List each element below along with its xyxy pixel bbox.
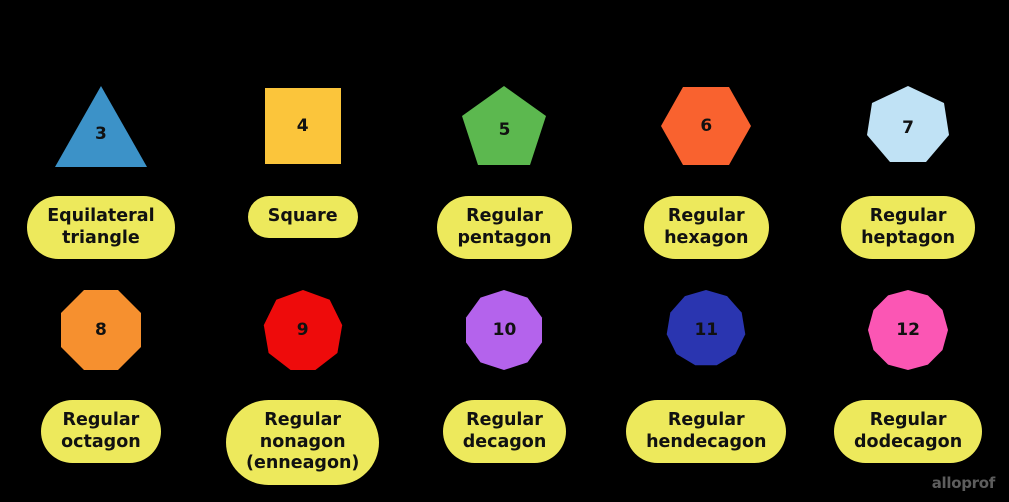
polygon-name-nonagon: Regular nonagon (enneagon) (225, 400, 380, 485)
shape-heptagon: 7 (867, 78, 950, 174)
shape-decagon: 10 (464, 282, 544, 378)
polygon-card-pentagon[interactable]: 5 Regular pentagon (404, 78, 606, 260)
polygon-name-hexagon: Regular hexagon (644, 196, 769, 260)
top-row: 3 Equilateral triangle 4 Square 5 Regula… (0, 78, 1009, 260)
nonagon-icon (263, 290, 342, 370)
polygon-name-triangle: Equilateral triangle (27, 196, 175, 260)
polygon-card-nonagon[interactable]: 9 Regular nonagon (enneagon) (202, 282, 404, 485)
pentagon-icon (462, 86, 547, 165)
polygon-name-dodecagon: Regular dodecagon (834, 400, 983, 464)
polygon-card-heptagon[interactable]: 7 Regular heptagon (807, 78, 1009, 260)
shape-nonagon: 9 (263, 282, 343, 378)
decagon-icon (466, 290, 543, 370)
polygon-card-triangle[interactable]: 3 Equilateral triangle (0, 78, 202, 260)
shape-square: 4 (264, 78, 341, 174)
shape-hexagon: 6 (661, 78, 752, 174)
polygon-card-octagon[interactable]: 8 Regular octagon (0, 282, 202, 464)
dodecagon-icon (868, 290, 949, 370)
polygon-name-heptagon: Regular heptagon (841, 196, 976, 260)
bottom-row: 8 Regular octagon 9 Regular nonagon (enn… (0, 282, 1009, 485)
octagon-icon (60, 290, 141, 370)
shape-pentagon: 5 (462, 78, 547, 174)
triangle-icon (54, 85, 147, 167)
polygon-card-dodecagon[interactable]: 12 Regular dodecagon (807, 282, 1009, 464)
polygon-name-square: Square (247, 196, 358, 238)
polygon-card-square[interactable]: 4 Square (202, 78, 404, 238)
polygon-card-hexagon[interactable]: 6 Regular hexagon (605, 78, 807, 260)
alloprof-watermark: alloprof (931, 474, 996, 492)
shape-octagon: 8 (60, 282, 141, 378)
polygon-name-decagon: Regular decagon (442, 400, 567, 464)
heptagon-icon (867, 86, 950, 162)
hendecagon-icon (666, 290, 746, 366)
polygon-name-hendecagon: Regular hendecagon (626, 400, 787, 464)
hexagon-icon (661, 87, 752, 165)
shape-dodecagon: 12 (868, 282, 949, 378)
polygon-card-hendecagon[interactable]: 11 Regular hendecagon (605, 282, 807, 464)
square-icon (264, 88, 341, 164)
shape-hendecagon: 11 (666, 282, 746, 378)
polygon-name-pentagon: Regular pentagon (437, 196, 572, 260)
polygon-name-octagon: Regular octagon (41, 400, 161, 464)
shape-triangle: 3 (53, 78, 149, 174)
polygon-card-decagon[interactable]: 10 Regular decagon (404, 282, 606, 464)
